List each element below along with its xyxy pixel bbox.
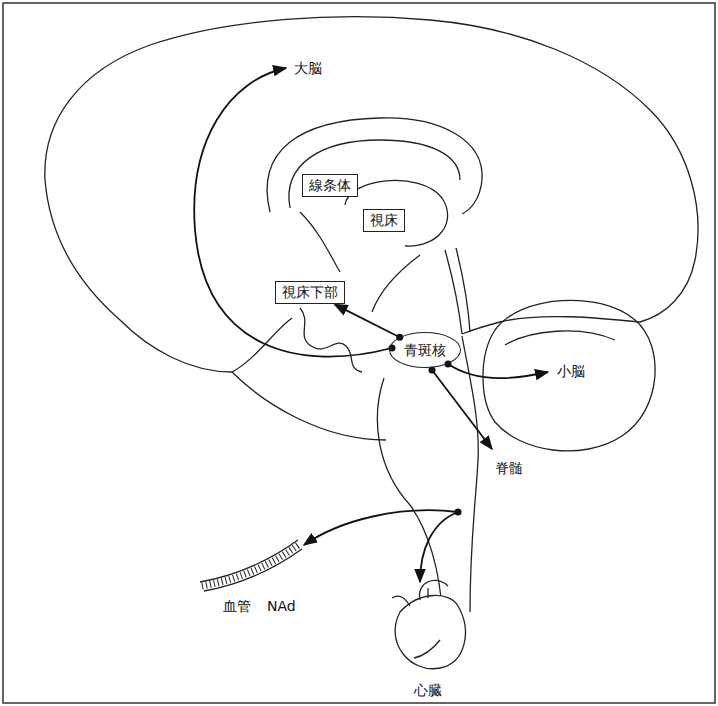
temporal-lobe-edge bbox=[232, 372, 386, 440]
midbrain-line bbox=[372, 255, 420, 312]
neuron-dot bbox=[455, 509, 462, 516]
heart-drawing bbox=[395, 595, 465, 668]
region-label: 大脳 bbox=[293, 60, 323, 77]
region-label: 小脳 bbox=[556, 363, 586, 380]
structure-name: 青斑核 bbox=[404, 342, 446, 359]
region-label: 脊髄 bbox=[494, 460, 524, 477]
heart-drawing bbox=[392, 580, 448, 658]
projection-arrow bbox=[448, 364, 548, 378]
projection-arrow bbox=[432, 370, 492, 449]
thalamus-contour bbox=[345, 180, 448, 246]
basal-forebrain bbox=[232, 318, 292, 372]
fornix-line bbox=[300, 212, 340, 272]
brainstem-back bbox=[462, 336, 478, 612]
cerebellum-fold bbox=[505, 331, 615, 345]
structure-name: 視床 bbox=[370, 212, 398, 229]
cerebrum-outline bbox=[45, 17, 698, 372]
structure-name: 視床下部 bbox=[282, 284, 338, 301]
corpus-callosum-inner bbox=[289, 140, 460, 208]
brainstem-front bbox=[377, 378, 442, 612]
nucleus-oval: 青斑核 bbox=[389, 332, 461, 368]
structure-box: 視床下部 bbox=[275, 281, 345, 304]
corpus-callosum bbox=[267, 118, 482, 214]
frame bbox=[3, 3, 715, 703]
organ-label: 血管 bbox=[222, 598, 252, 615]
cerebellum-outline bbox=[483, 300, 655, 451]
blood-vessel-hatch bbox=[202, 544, 300, 586]
structure-name: 線条体 bbox=[309, 177, 351, 194]
projection-arrow bbox=[335, 304, 400, 337]
organ-label: 心臓 bbox=[413, 682, 443, 699]
pituitary bbox=[300, 308, 362, 372]
signal-label: NAd bbox=[266, 598, 297, 615]
projection-arrow bbox=[304, 510, 458, 545]
structure-box: 線条体 bbox=[302, 174, 358, 197]
neuron-dot bbox=[445, 361, 452, 368]
aqueduct-line bbox=[456, 248, 470, 332]
neuron-dot bbox=[396, 334, 403, 341]
projection-arrow bbox=[420, 512, 458, 582]
structure-box: 視床 bbox=[363, 209, 405, 232]
